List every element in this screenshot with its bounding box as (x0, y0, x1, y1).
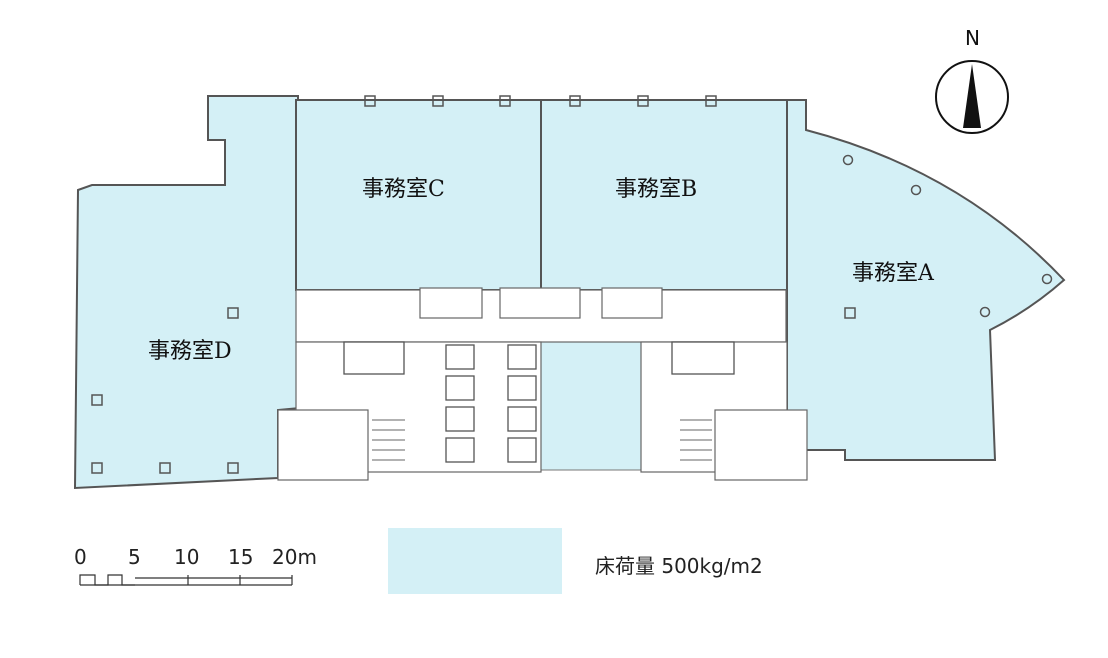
north-label: N (965, 26, 980, 50)
scale-tick-5: 5 (128, 545, 141, 569)
core-strip (540, 339, 642, 471)
legend-label: 床荷量 500kg/m2 (595, 554, 763, 578)
office-d-area[interactable] (73, 95, 301, 490)
scale-tick-15: 15 (228, 545, 254, 569)
office-b-label: 事務室B (615, 177, 697, 202)
office-c-area[interactable] (295, 99, 542, 291)
office-a-label: 事務室A (852, 261, 935, 286)
scale-bar-icon (79, 574, 293, 586)
legend-swatch (388, 528, 562, 594)
office-a-area[interactable] (786, 99, 1066, 461)
office-c-label: 事務室C (362, 177, 445, 202)
scale-tick-10: 10 (174, 545, 200, 569)
north-compass-icon: N (935, 26, 1009, 134)
scale-tick-20m: 20m (272, 545, 317, 569)
stairs (372, 419, 712, 461)
columns (91, 95, 1053, 474)
core-walls (277, 287, 808, 481)
office-d-label: 事務室D (148, 339, 232, 364)
elevator-shafts (343, 341, 735, 463)
scale-tick-0: 0 (74, 545, 87, 569)
